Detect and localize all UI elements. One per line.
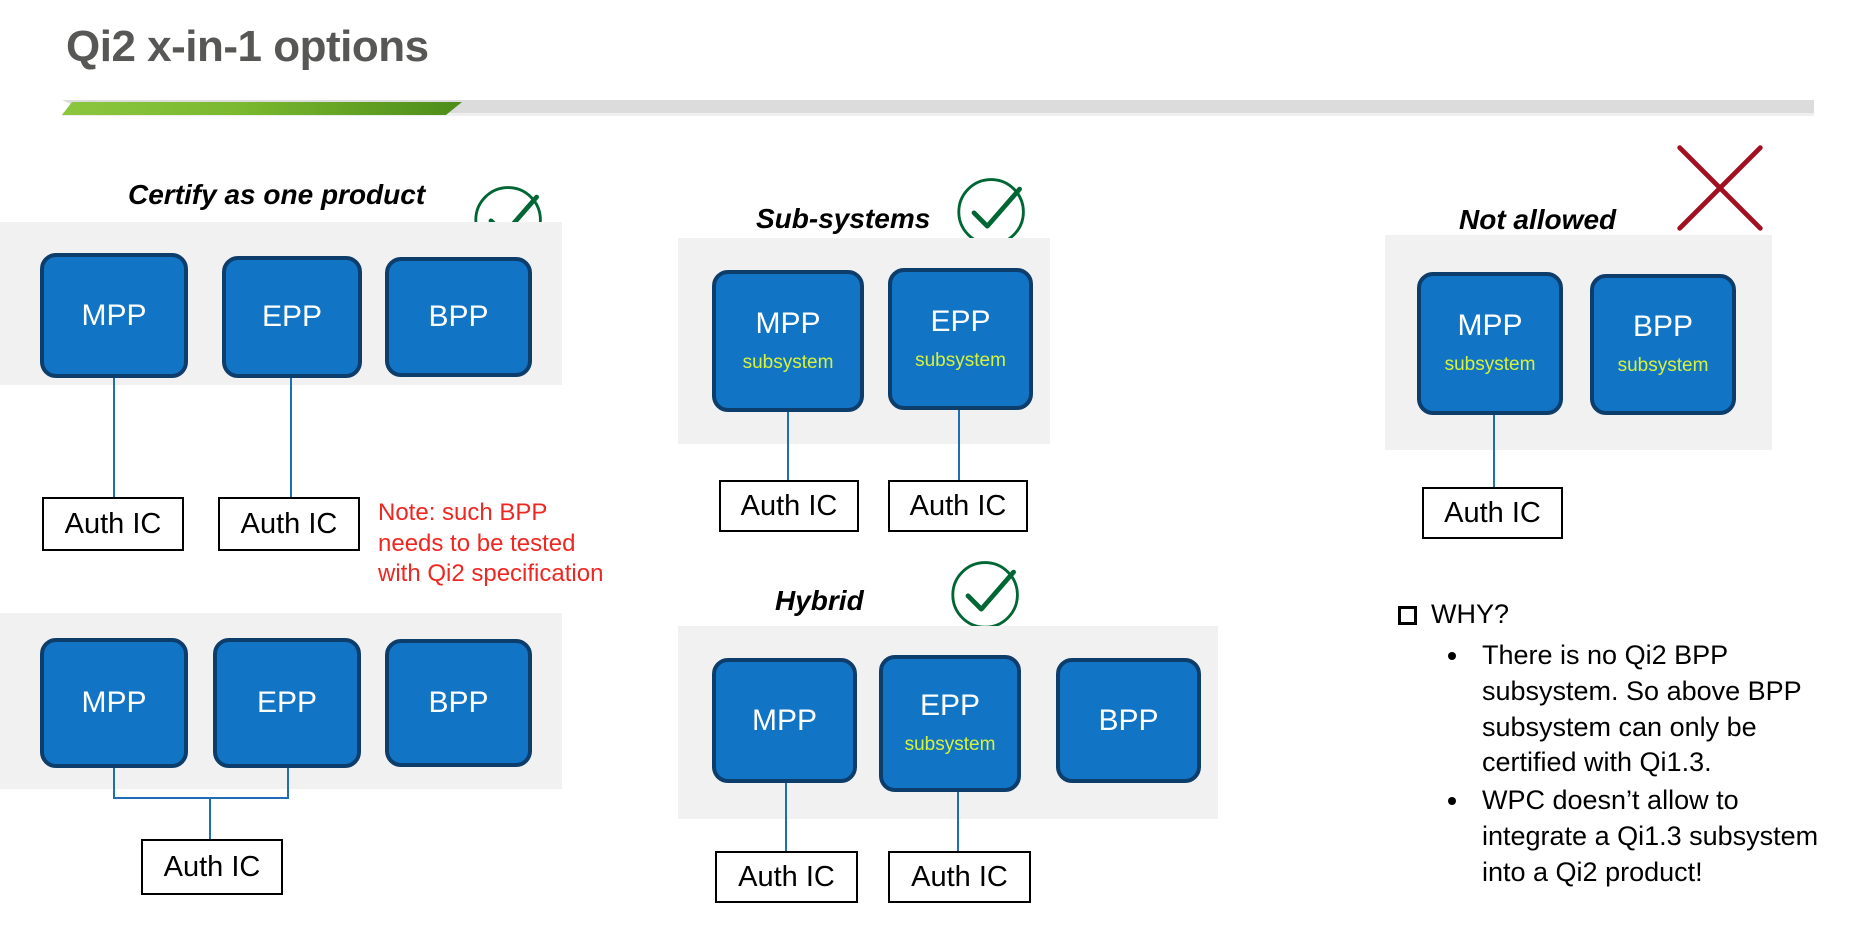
note-bpp-qi2: Note: such BPP needs to be tested with Q… xyxy=(378,499,604,588)
why-heading-row: WHY? xyxy=(1398,598,1848,632)
checkbox-square-icon xyxy=(1398,606,1417,625)
product-box-bpp: BPP xyxy=(385,257,532,377)
bullet-dot-icon xyxy=(1448,797,1456,806)
product-box-label: MPP xyxy=(81,298,147,332)
product-box-label: BPP xyxy=(1632,310,1694,343)
connector-line xyxy=(958,410,960,480)
auth-ic-box: Auth IC xyxy=(1422,487,1563,539)
product-box-label: EPP xyxy=(261,300,323,333)
product-box-epp: EPP xyxy=(213,638,361,768)
product-box-label: BPP xyxy=(1098,703,1159,737)
product-box-epp: EPP xyxy=(222,256,362,378)
product-box-epp: EPP subsystem xyxy=(879,655,1021,792)
product-box-subsystem-label: subsystem xyxy=(742,351,834,373)
product-box-label: BPP xyxy=(428,686,489,719)
auth-ic-box: Auth IC xyxy=(888,480,1028,532)
product-box-mpp: MPP subsystem xyxy=(1417,272,1563,415)
product-box-label: EPP xyxy=(930,304,991,338)
accent-bar-green xyxy=(62,102,462,115)
product-box-bpp: BPP xyxy=(1056,658,1201,783)
product-box-label: EPP xyxy=(256,686,318,719)
group-title-sub-systems: Sub-systems xyxy=(756,203,931,234)
connector-line xyxy=(113,378,115,497)
why-bullet-text: WPC doesn’t allow to integrate a Qi1.3 s… xyxy=(1482,785,1819,888)
bullet-dot-icon xyxy=(1448,651,1456,660)
check-circle-icon xyxy=(951,561,1019,629)
auth-ic-box: Auth IC xyxy=(719,480,859,532)
product-box-label: MPP xyxy=(751,703,817,737)
product-box-bpp: BPP subsystem xyxy=(1590,274,1736,415)
connector-line xyxy=(785,783,787,851)
product-box-label: MPP xyxy=(81,686,147,719)
connector-line xyxy=(113,768,115,799)
product-box-label: BPP xyxy=(428,300,489,333)
group-title-hybrid: Hybrid xyxy=(775,585,864,616)
why-bullet-list: There is no Qi2 BPP subsystem. So above … xyxy=(1398,638,1848,891)
product-box-mpp: MPP subsystem xyxy=(712,270,864,412)
auth-ic-box: Auth IC xyxy=(42,497,184,551)
product-box-subsystem-label: subsystem xyxy=(1617,355,1709,376)
why-heading-label: WHY? xyxy=(1431,599,1510,629)
auth-ic-box: Auth IC xyxy=(218,497,360,551)
connector-line xyxy=(1493,415,1495,487)
product-box-subsystem-label: subsystem xyxy=(904,734,996,755)
product-box-subsystem-label: subsystem xyxy=(1444,354,1536,375)
cross-icon xyxy=(1677,145,1763,231)
connector-line xyxy=(957,792,959,851)
product-box-epp: EPP subsystem xyxy=(888,268,1033,410)
product-box-mpp: MPP xyxy=(40,253,188,378)
connector-line xyxy=(787,412,789,480)
check-circle-icon xyxy=(957,178,1025,246)
title-accent-bar xyxy=(62,100,1814,116)
product-box-mpp: MPP xyxy=(712,658,857,783)
product-box-bpp: BPP xyxy=(385,639,532,767)
group-title-certify-as-one-product: Certify as one product xyxy=(128,179,426,210)
connector-line xyxy=(290,378,292,497)
why-bullet-item: WPC doesn’t allow to integrate a Qi1.3 s… xyxy=(1398,783,1848,891)
why-block: WHY? There is no Qi2 BPP subsystem. So a… xyxy=(1398,598,1848,893)
page-title: Qi2 x-in-1 options xyxy=(66,22,429,71)
product-box-label: MPP xyxy=(755,306,821,340)
product-box-subsystem-label: subsystem xyxy=(915,349,1006,371)
accent-bar-grey xyxy=(62,100,1814,113)
why-bullet-text: There is no Qi2 BPP subsystem. So above … xyxy=(1482,639,1802,778)
accent-bar-shadow xyxy=(62,113,1814,116)
product-box-mpp: MPP xyxy=(40,638,188,768)
auth-ic-box: Auth IC xyxy=(141,839,283,895)
auth-ic-box: Auth IC xyxy=(715,851,858,903)
why-bullet-item: There is no Qi2 BPP subsystem. So above … xyxy=(1398,638,1848,782)
auth-ic-box: Auth IC xyxy=(888,851,1031,903)
connector-line xyxy=(113,797,289,799)
connector-line xyxy=(209,797,211,839)
product-box-label: MPP xyxy=(1457,309,1523,342)
product-box-label: EPP xyxy=(919,689,981,722)
connector-line xyxy=(287,768,289,799)
group-title-not-allowed: Not allowed xyxy=(1459,204,1617,235)
